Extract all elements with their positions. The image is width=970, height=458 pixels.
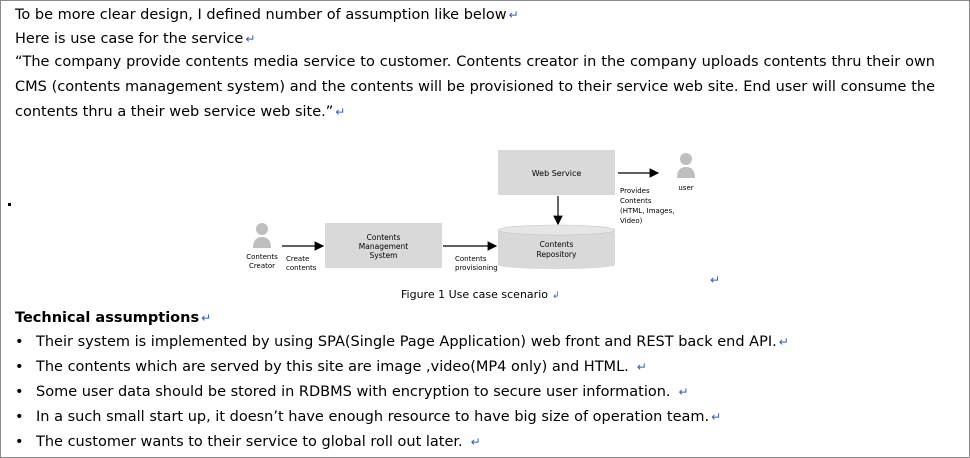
cms-label-2: Management [359,242,408,251]
bullet-icon: • [15,409,24,425]
figure-paragraph-mark-icon: ↵ [710,273,721,287]
creator-label-2: Creator [249,262,275,270]
bullet-icon: • [15,434,24,450]
assumption-text: Their system is implemented by using SPA… [36,334,777,350]
intro-line-1: To be more clear design, I defined numbe… [15,3,519,28]
bullet-icon: • [15,334,24,350]
paragraph-mark-icon: ↵ [778,335,789,349]
assumption-text: In a such small start up, it doesn’t hav… [36,409,710,425]
list-marker-dot [8,203,11,206]
creator-label-1: Contents [246,253,278,261]
bullet-icon: • [15,359,24,375]
use-case-diagram: Web Service user Provides Contents (HTML… [246,150,695,272]
user-label: user [678,184,693,192]
provides-label-2: Contents [620,197,652,205]
paragraph-mark-icon: ↵ [508,8,519,22]
bullet-icon: • [15,384,24,400]
paragraph-mark-icon: ↵ [470,435,481,449]
use-case-quote-text: “The company provide contents media serv… [15,54,935,120]
technical-heading-text: Technical assumptions [15,310,200,326]
assumption-text: Some user data should be stored in RDBMS… [36,384,671,400]
assumption-list-item: • Some user data should be stored in RDBM… [15,380,689,405]
web-service-label: Web Service [532,169,582,178]
paragraph-mark-icon: ↵ [636,360,647,374]
provisioning-label-1: Contents [455,255,487,263]
creator-person-icon [253,223,271,248]
assumption-list-item: • The contents which are served by this s… [15,355,647,380]
paragraph-mark-icon: ↵ [335,105,346,119]
figure-caption: Figure 1 Use case scenario↲ [401,287,560,304]
intro-line-1-text: To be more clear design, I defined numbe… [15,7,507,23]
paragraph-mark-icon: ↵ [711,410,722,424]
assumption-list-item: • In a such small start up, it doesn’t ha… [15,405,721,430]
provisioning-label-2: provisioning [455,264,498,272]
intro-line-2-text: Here is use case for the service [15,31,244,47]
create-label-2: contents [286,264,317,272]
assumption-list-item: • Their system is implemented by using SP… [15,330,789,355]
technical-heading: Technical assumptions↵ [15,306,211,331]
paragraph-mark-icon: ↵ [201,311,212,325]
provides-label-4: Video) [620,217,643,225]
assumption-list-item: • The customer wants to their service to … [15,430,481,455]
user-person-icon [677,153,695,178]
web-service-box [498,150,615,195]
paragraph-mark-icon: ↵ [245,32,256,46]
cms-box [325,223,442,268]
paragraph-mark-icon: ↵ [678,385,689,399]
figure-caption-text: Figure 1 Use case scenario [401,288,548,301]
repository-label-1: Contents [540,240,574,249]
assumption-text: The customer wants to their service to g… [36,434,463,450]
create-label-1: Create [286,255,309,263]
intro-line-2: Here is use case for the service↵ [15,27,255,52]
repository-label-2: Repository [537,250,577,259]
use-case-quote: “The company provide contents media serv… [15,50,935,125]
contents-repository-cylinder [497,224,616,269]
assumption-text: The contents which are served by this si… [36,359,629,375]
caption-mark-icon: ↲ [551,291,560,301]
cms-label-3: System [370,251,398,260]
provides-label-3: (HTML, Images, [620,207,674,215]
provides-label-1: Provides [620,187,650,195]
cms-label-1: Contents [367,233,401,242]
